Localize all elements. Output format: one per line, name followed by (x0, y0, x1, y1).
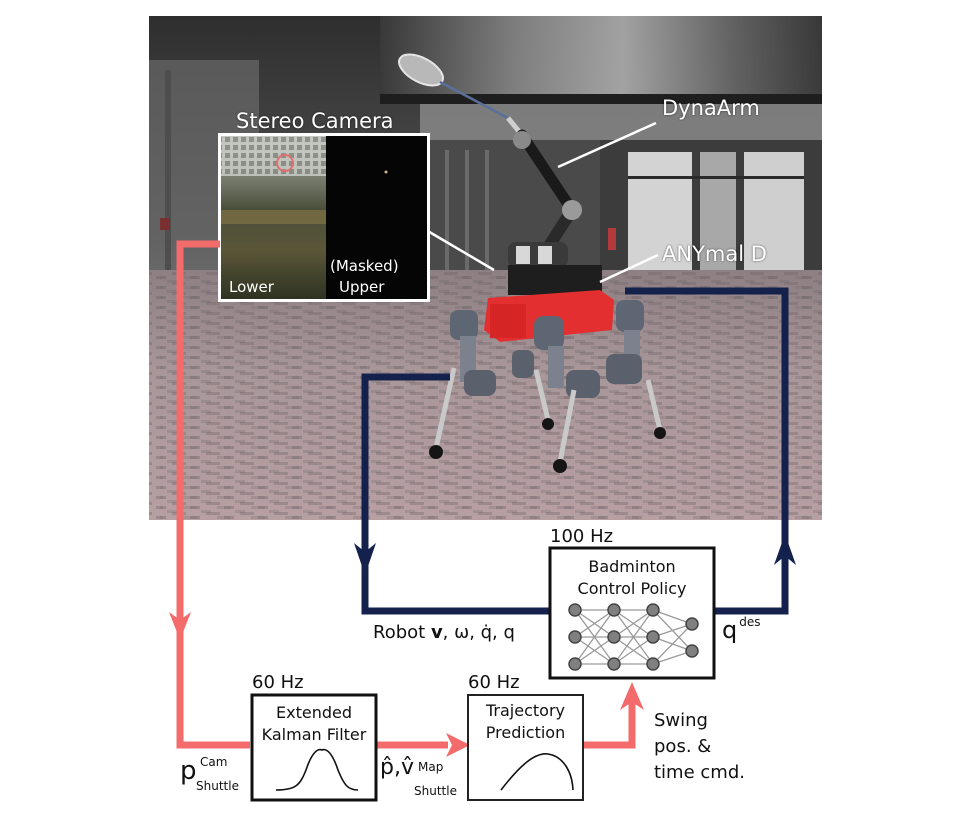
upper-camera-masked-image (326, 136, 427, 299)
swing-command-signal: Swing pos. & time cmd. (654, 710, 745, 784)
trajectory-title-line2: Prediction (485, 722, 566, 742)
robot-photo (149, 16, 822, 520)
anymal-label: ANYmal D (662, 242, 767, 266)
dynaarm-leader (557, 121, 657, 169)
neural-network-icon (568, 603, 699, 671)
dynaarm-label: DynaArm (662, 96, 760, 120)
inset-upper-label: Upper (339, 278, 385, 296)
ekf-title-line2: Kalman Filter (261, 724, 367, 744)
robot-state-signal: Robot v, ω, q̇, q (373, 622, 515, 643)
trajectory-title-line1: Trajectory (486, 701, 565, 720)
ekf-title: Extended Kalman Filter (252, 702, 376, 745)
dynaarm-illustration (398, 53, 582, 268)
velocity-symbol: v (430, 622, 443, 643)
control-policy-rate: 100 Hz (550, 526, 614, 547)
ekf-rate: 60 Hz (252, 672, 304, 693)
trajectory-box (467, 694, 584, 801)
stereo-camera-leader (425, 228, 495, 272)
inset-lower-label: Lower (229, 278, 274, 296)
control-policy-title: Badminton Control Policy (550, 556, 714, 599)
stereo-camera-inset (218, 133, 430, 302)
anymal-leader (599, 253, 659, 284)
anymal-illustration (429, 265, 666, 473)
shuttle-detection-circle (276, 154, 294, 172)
control-loop-arrows (361, 287, 789, 615)
inset-masked-label: (Masked) (330, 257, 399, 275)
control-policy-title-line2: Control Policy (577, 578, 687, 598)
trajectory-rate: 60 Hz (468, 672, 520, 693)
ekf-title-line1: Extended (276, 703, 352, 722)
trajectory-title: Trajectory Prediction (468, 700, 583, 743)
perception-arrowheads (169, 612, 644, 757)
perception-arrows (176, 240, 636, 749)
gaussian-curve-icon (275, 748, 359, 791)
trajectory-curve-icon (500, 753, 574, 791)
stereo-camera-label: Stereo Camera (236, 109, 394, 133)
ekf-box (250, 693, 378, 802)
control-loop-arrowheads (354, 534, 796, 575)
control-policy-title-line1: Badminton (588, 557, 676, 576)
